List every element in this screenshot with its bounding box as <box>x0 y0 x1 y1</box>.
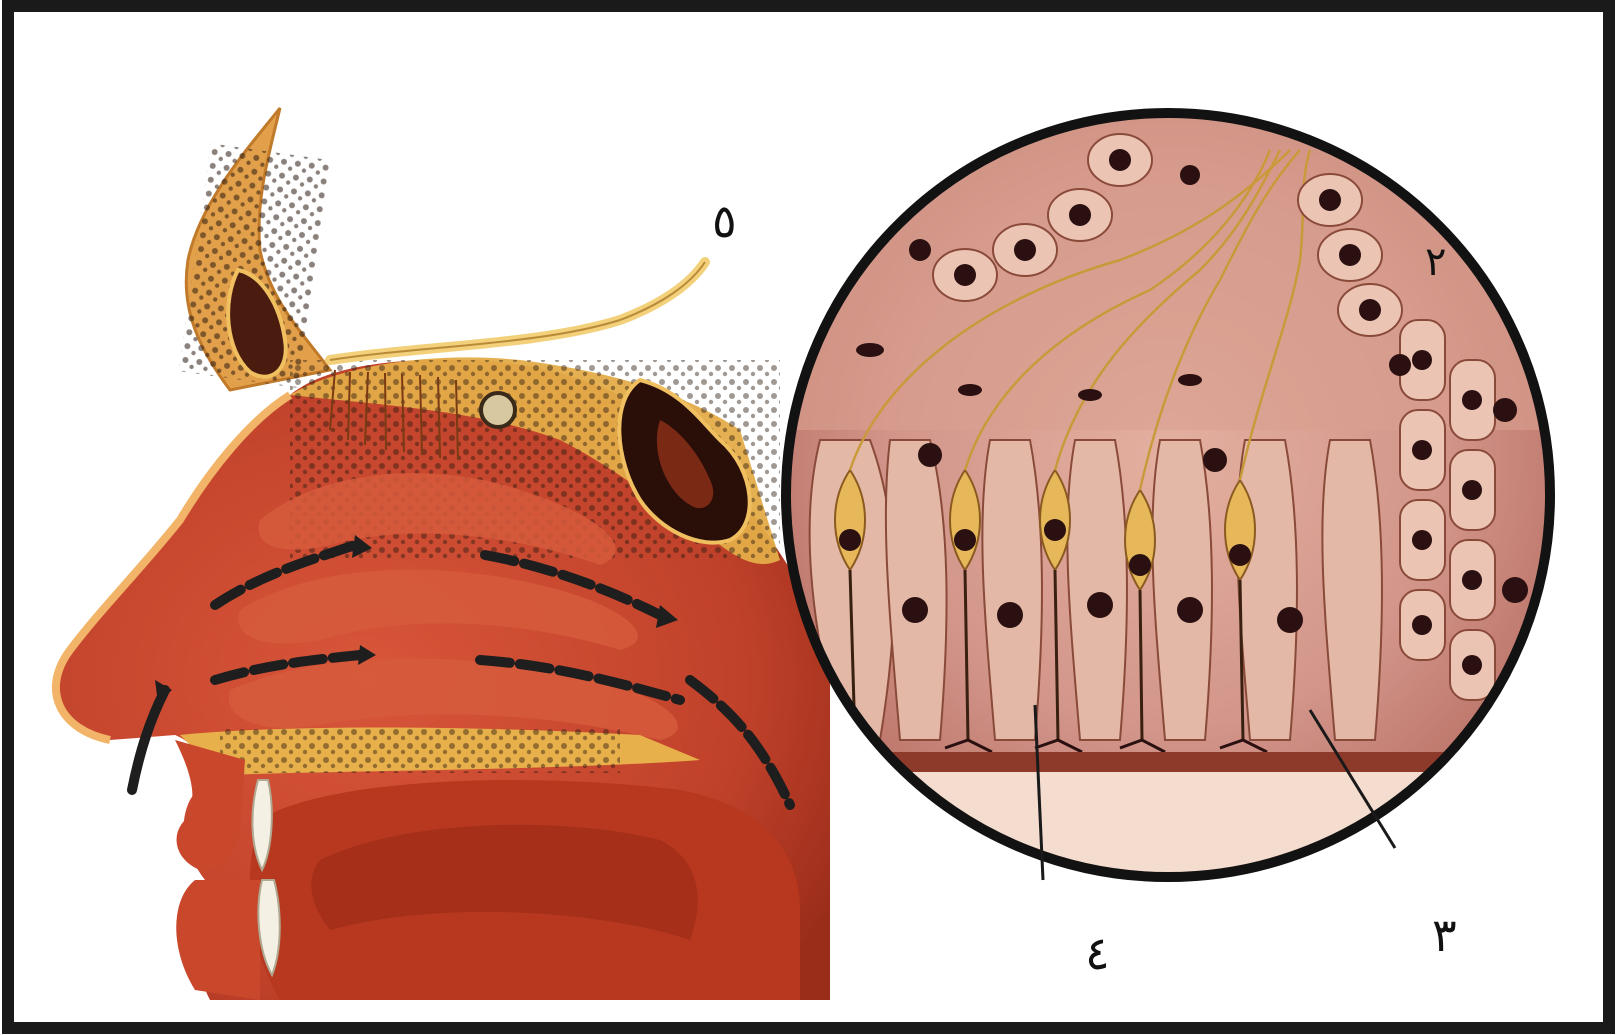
olfactory-bulb <box>481 393 515 427</box>
label-3: ٣ <box>1432 912 1457 958</box>
label-5: ٥ <box>712 198 737 244</box>
label-4: ٤ <box>1085 930 1110 976</box>
label-2: ٢ <box>1425 242 1446 282</box>
